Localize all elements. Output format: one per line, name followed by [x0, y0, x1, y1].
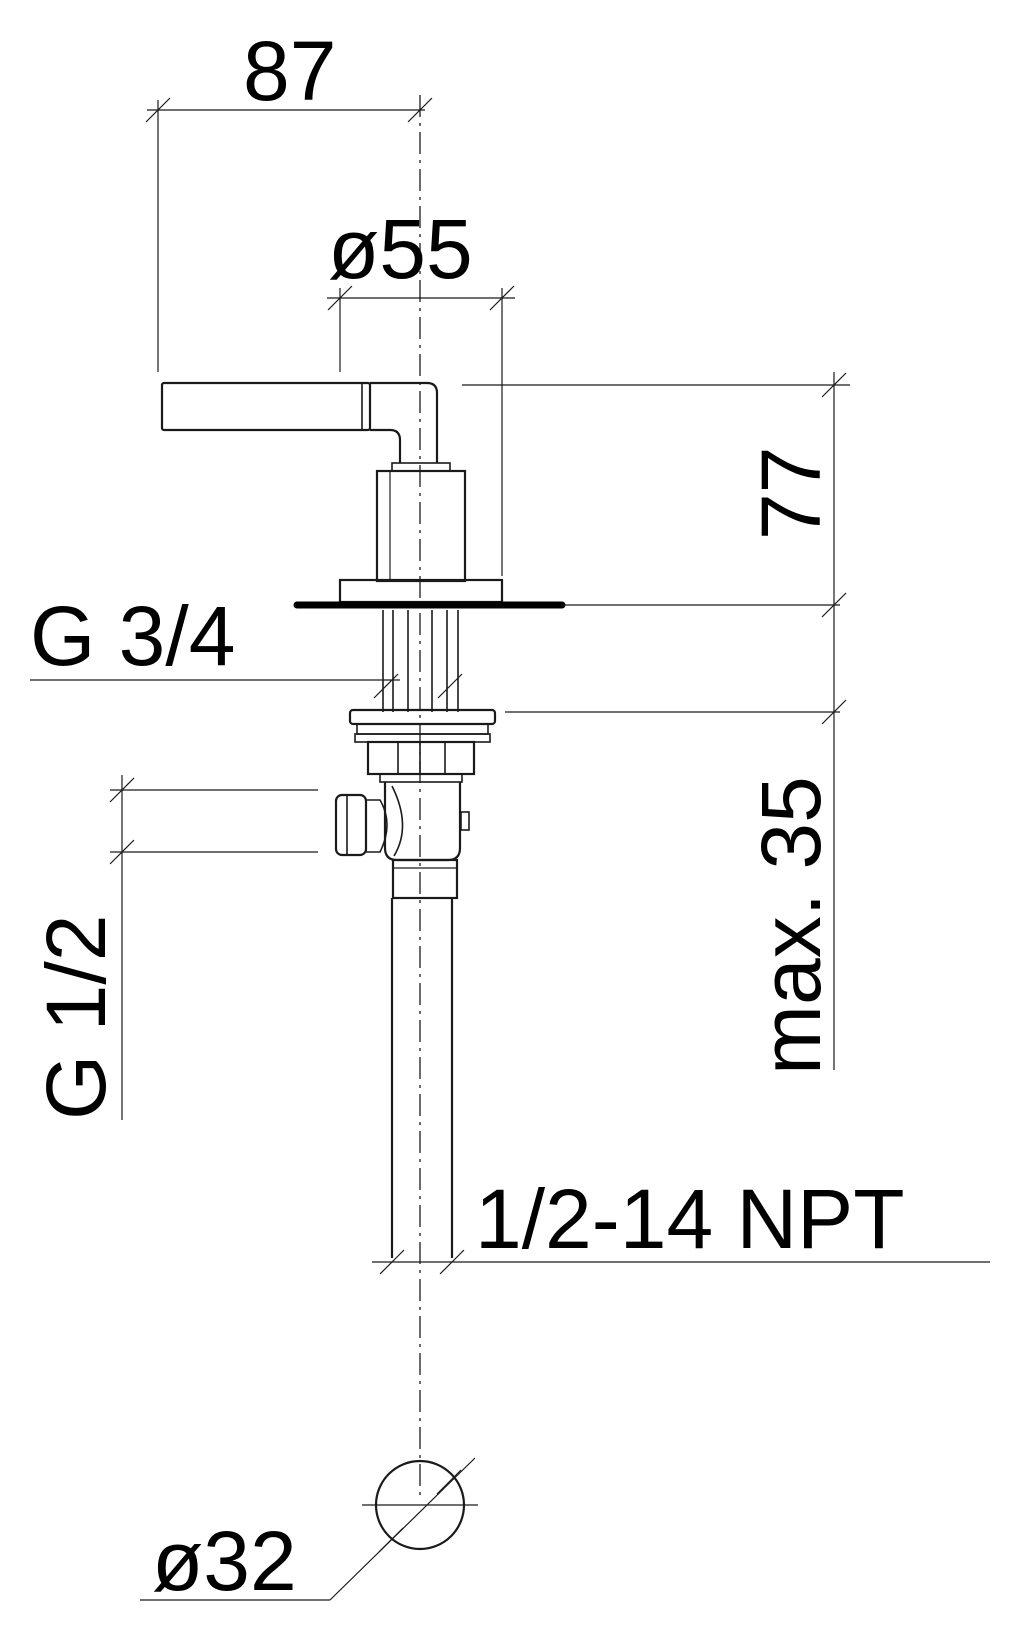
dimension-g-1-2: G 1/2 [29, 775, 318, 1120]
dimension-87: 87 [145, 24, 433, 372]
angle-valve [334, 782, 470, 900]
handle-lever [160, 381, 439, 463]
label-diameter-32: ø32 [152, 1514, 297, 1608]
fixing-nut [348, 708, 497, 783]
valve-body [338, 462, 504, 604]
label-g-3-4: G 3/4 [30, 589, 235, 683]
label-diameter-55: ø55 [328, 202, 473, 296]
label-77: 77 [744, 447, 838, 540]
label-g-1-2: G 1/2 [29, 915, 123, 1120]
dimension-npt: 1/2-14 NPT [372, 1172, 990, 1275]
dimension-77: 77 [462, 372, 850, 620]
hole-diameter-32: ø32 [140, 1457, 478, 1608]
label-max-35: max. 35 [744, 776, 838, 1075]
label-87: 87 [243, 24, 336, 118]
dimension-max-35: max. 35 [744, 620, 847, 1075]
label-npt: 1/2-14 NPT [475, 1172, 905, 1266]
supply-tube [390, 898, 454, 1258]
shank [373, 610, 463, 712]
dimension-diameter-55: ø55 [327, 202, 515, 576]
